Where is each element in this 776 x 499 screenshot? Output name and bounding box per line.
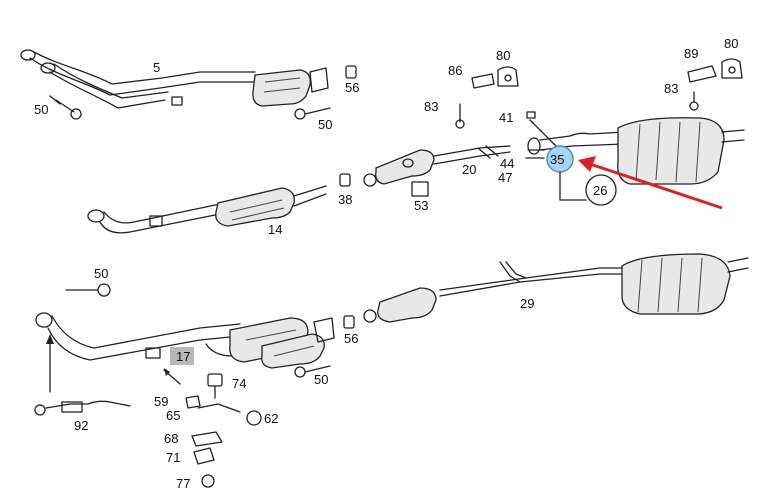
label-83-left: 83 [424, 99, 438, 114]
label-56-top: 56 [345, 80, 359, 95]
label-53: 53 [414, 198, 428, 213]
label-17: 17 [176, 349, 190, 364]
label-50-top-center: 50 [318, 117, 332, 132]
label-29: 29 [520, 296, 534, 311]
intermediate-pipe-20: 20 38 53 [338, 145, 511, 213]
label-56-bottom: 56 [344, 331, 358, 346]
front-pipe-with-catalyst: 17 50 50 [35, 266, 335, 387]
label-50-top-left: 50 [34, 102, 48, 117]
label-80-left: 80 [496, 48, 510, 63]
label-26: 26 [593, 183, 607, 198]
exhaust-system-29: 29 56 [343, 253, 749, 346]
rear-muffler-26: 44 47 [498, 117, 745, 185]
label-44: 44 [500, 156, 514, 171]
callout-26: 26 [559, 171, 617, 206]
small-parts-cluster: 74 59 65 62 68 71 77 [154, 373, 278, 491]
label-5: 5 [153, 60, 160, 75]
label-89: 89 [684, 46, 698, 61]
label-71: 71 [166, 450, 180, 465]
label-62: 62 [264, 411, 278, 426]
highlighted-part-35[interactable]: 35 [546, 145, 574, 173]
label-41: 41 [499, 110, 513, 125]
label-38: 38 [338, 192, 352, 207]
label-80-right: 80 [724, 36, 738, 51]
label-65: 65 [166, 408, 180, 423]
label-50-bottom-center: 50 [314, 372, 328, 387]
label-83-right: 83 [664, 81, 678, 96]
label-92: 92 [74, 418, 88, 433]
front-pipe-assembly-5: 5 50 56 50 [20, 49, 359, 132]
label-77: 77 [176, 476, 190, 491]
label-14: 14 [268, 222, 282, 237]
label-74: 74 [232, 376, 246, 391]
label-50-bottom-left: 50 [94, 266, 108, 281]
catalytic-pipe-14: 14 [87, 185, 327, 237]
gray-box-17 [170, 347, 194, 365]
oxygen-sensor-92: 92 [34, 334, 131, 433]
label-20: 20 [462, 162, 476, 177]
hanger-group-left: 86 80 83 41 [424, 48, 536, 129]
label-59: 59 [154, 394, 168, 409]
label-35[interactable]: 35 [550, 152, 564, 167]
label-86: 86 [448, 63, 462, 78]
red-pointer-arrow [578, 156, 723, 210]
label-68: 68 [164, 431, 178, 446]
label-47: 47 [498, 170, 512, 185]
hanger-group-right: 89 80 83 [664, 36, 743, 111]
